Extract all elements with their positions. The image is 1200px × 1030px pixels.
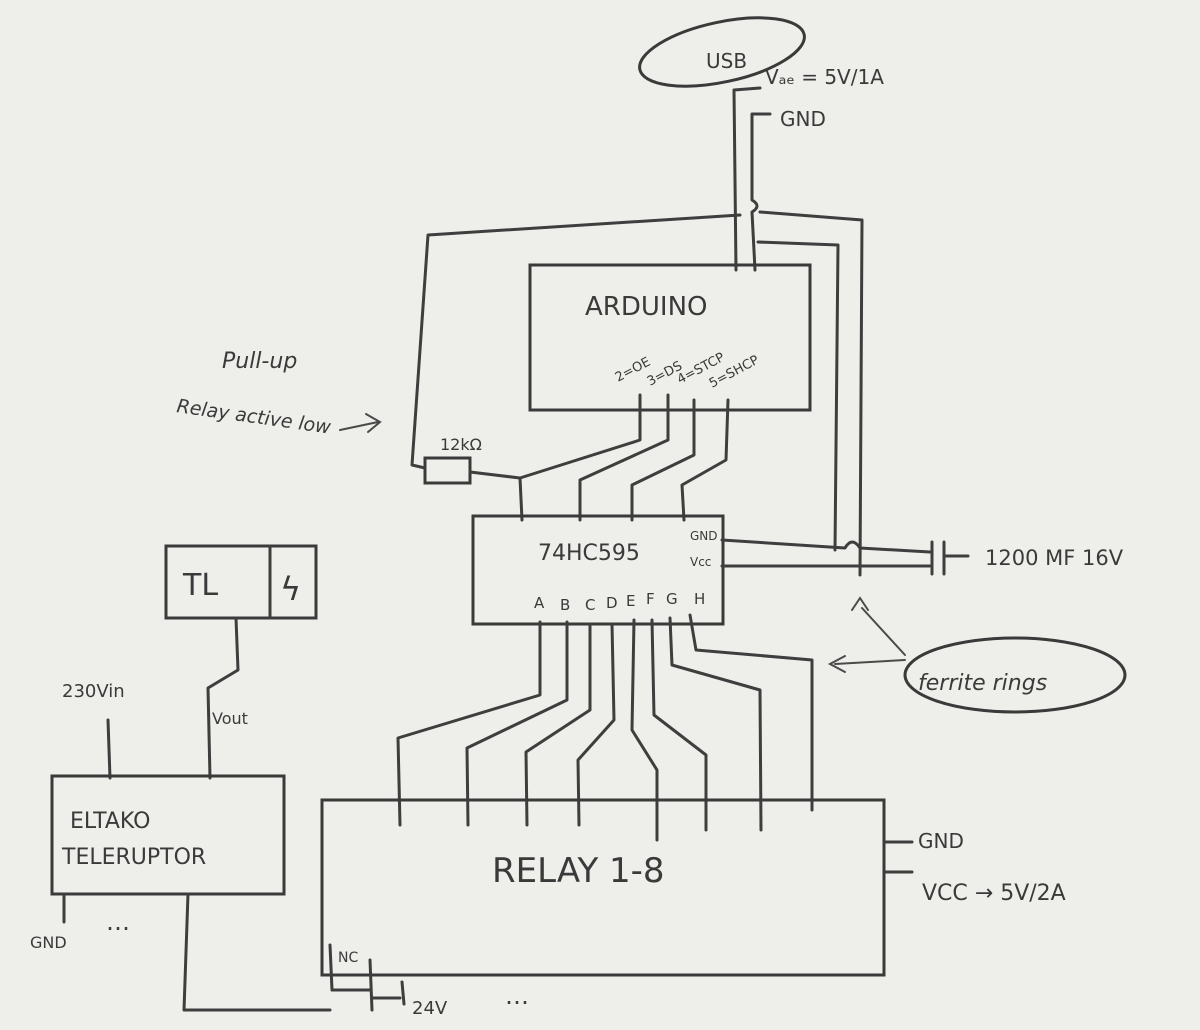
ferrite-annotation: ferrite rings: [827, 596, 1127, 714]
output-pin-d: D: [606, 594, 618, 612]
usb-gnd-label: GND: [780, 107, 826, 131]
tl-switch-box: [164, 544, 318, 620]
teleruptor-relay-wire: [182, 892, 332, 1012]
wire-out-d: [576, 622, 616, 827]
chip-gnd-wire: [720, 538, 932, 554]
vout-wire: [206, 616, 240, 780]
relay-label: RELAY 1-8: [492, 851, 665, 891]
shift-register-gnd-pin: GND: [690, 529, 718, 543]
wire-stcp: [630, 398, 696, 522]
wire-oe: [518, 393, 642, 522]
relay-gnd-label: GND: [918, 829, 964, 853]
teleruptor-gnd-label: GND: [30, 933, 67, 952]
wire-out-b: [465, 620, 569, 827]
pullup-arrow: [339, 413, 382, 433]
resistor-to-oe-wire: [468, 470, 522, 480]
wire-out-a: [396, 620, 542, 827]
pullup-supply-wire: [410, 213, 742, 470]
pullup-resistor: [423, 456, 472, 485]
relay-nc-contact: [328, 943, 374, 1012]
usb-gnd-wire: [750, 112, 772, 272]
mains-label: 230Vin: [62, 681, 125, 702]
output-pin-g: G: [666, 590, 678, 608]
shift-register-output-labels: A B C D E F G H: [534, 590, 705, 614]
pullup-annotation: Pull-up Relay active low: [175, 349, 382, 439]
pullup-resistor-label: 12kΩ: [440, 435, 482, 454]
wire-shcp: [680, 398, 730, 522]
output-pin-b: B: [560, 596, 570, 614]
tl-label: TL: [182, 568, 218, 603]
pullup-note: Relay active low: [175, 395, 332, 438]
arduino-board: [528, 263, 812, 412]
capacitor-label: 1200 MF 16V: [985, 546, 1124, 570]
wire-out-h: [688, 613, 814, 812]
ferrite-oval: [903, 636, 1127, 714]
output-pin-c: C: [585, 596, 595, 614]
arduino-label: ARDUINO: [585, 292, 707, 322]
relay-nc-label: NC: [338, 950, 358, 966]
vout-label: Vout: [212, 709, 248, 728]
usb-oval: [638, 16, 806, 88]
pullup-title: Pull-up: [222, 349, 297, 374]
wire-out-c: [524, 622, 592, 827]
wire-ds: [578, 393, 670, 522]
usb-label: USB: [706, 49, 747, 73]
output-pin-h: H: [694, 590, 705, 608]
relay-more-label: …: [505, 982, 529, 1010]
relay-board: [320, 798, 886, 977]
relay-supply-label: 24V: [412, 998, 448, 1019]
relay-signal-wires: [396, 613, 814, 842]
output-pin-f: F: [646, 590, 655, 608]
teleruptor-more-label: …: [106, 908, 130, 936]
ferrite-label: ferrite rings: [918, 671, 1047, 696]
wire-out-g: [668, 616, 763, 832]
usb-vcc-wire: [732, 86, 762, 272]
teleruptor-line2: TELERUPTOR: [61, 845, 206, 870]
capacitor: 1200 MF 16V: [930, 540, 1124, 576]
shift-register-chip: [471, 514, 725, 626]
tl-symbol: ϟ: [280, 570, 301, 608]
teleruptor-line1: ELTAKO: [70, 809, 150, 834]
usb-vcc-label: Vₐₑ = 5V/1A: [765, 65, 884, 89]
wire-out-e: [630, 618, 659, 842]
mains-wire: [106, 718, 112, 780]
ferrite-arrow-left: [827, 655, 906, 673]
shift-register-vcc-pin: Vcc: [690, 555, 711, 569]
output-pin-e: E: [626, 592, 635, 610]
shift-register-label: 74HC595: [538, 541, 640, 566]
ferrite-arrow-up: [851, 596, 906, 656]
vcc-rail-wire: [758, 210, 864, 577]
teleruptor-box: [50, 774, 286, 896]
wire-out-f: [650, 618, 708, 832]
relay-vcc-label: VCC → 5V/2A: [922, 881, 1066, 906]
gnd-rail-wire: [756, 240, 840, 552]
output-pin-a: A: [534, 594, 545, 612]
usb-power-source: USB Vₐₑ = 5V/1A GND: [638, 16, 884, 131]
relay-24v-wire: [370, 980, 406, 1006]
